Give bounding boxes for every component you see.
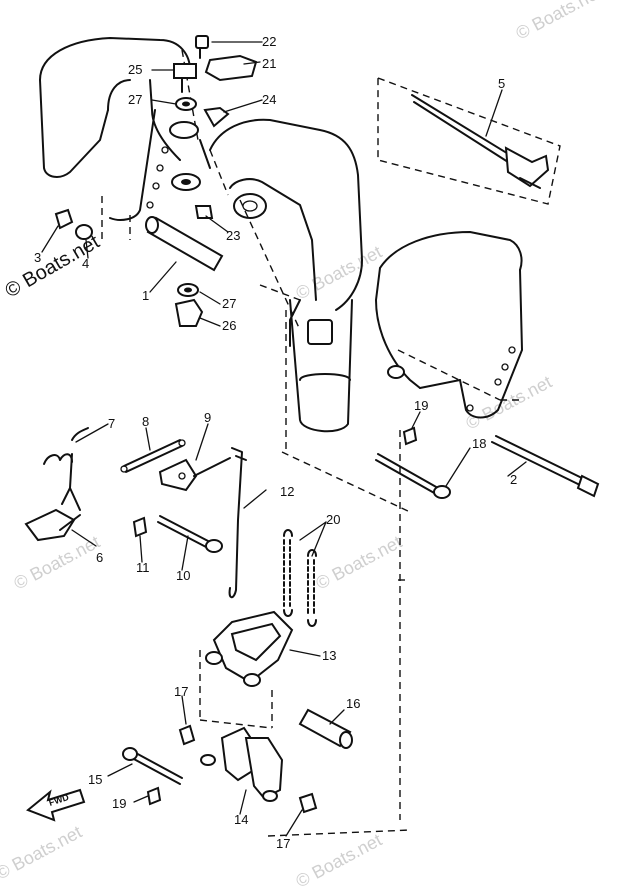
- watermark: © Boats.net: [512, 0, 605, 44]
- callout-7: 7: [108, 416, 115, 431]
- callout-17-upper: 17: [174, 684, 188, 699]
- callout-19-upper: 19: [414, 398, 428, 413]
- part-16-pin: [298, 708, 353, 749]
- callout-13: 13: [322, 648, 336, 663]
- callout-12: 12: [280, 484, 294, 499]
- callout-27-lower: 27: [222, 296, 236, 311]
- watermark: © Boats.net: [292, 830, 385, 888]
- part-15-bolt: [122, 747, 183, 785]
- callouts: 1 2 3 4 5 6 7 8 9 10 11 12 13 14 15 16 1…: [34, 34, 517, 851]
- part-12-rod: [228, 447, 247, 599]
- part-8-link: [120, 439, 186, 473]
- part-17-clip-lower: [298, 792, 318, 814]
- top-fastener-stack: [169, 35, 258, 219]
- callout-10: 10: [176, 568, 190, 583]
- part-20-springs: [283, 529, 317, 627]
- callout-15: 15: [88, 772, 102, 787]
- part-3-nut: [54, 208, 93, 240]
- boundary-lines: [101, 76, 561, 837]
- part-7-spring: [43, 427, 89, 465]
- part-6-lever: [24, 453, 81, 542]
- callout-14: 14: [234, 812, 248, 827]
- part-11-clip: [132, 516, 148, 538]
- callout-2: 2: [510, 472, 517, 487]
- callout-9: 9: [204, 410, 211, 425]
- watermark: © Boats.net: [0, 822, 85, 884]
- callout-18: 18: [472, 436, 486, 451]
- callout-25: 25: [128, 62, 142, 77]
- callout-22: 22: [262, 34, 276, 49]
- callout-5: 5: [498, 76, 505, 91]
- part-18-bolt: [375, 453, 451, 499]
- swivel-bracket-left: [39, 37, 199, 221]
- part-19-upper-clip: [402, 426, 418, 446]
- part-2-bolt: [491, 435, 600, 498]
- part-17-clip-upper: [178, 724, 196, 746]
- fwd-arrow-icon: FWD: [26, 788, 86, 822]
- callout-23: 23: [226, 228, 240, 243]
- watermark: © Boats.net: [312, 532, 405, 594]
- callout-26: 26: [222, 318, 236, 333]
- callout-21: 21: [262, 56, 276, 71]
- callout-17-lower: 17: [276, 836, 290, 851]
- part-14-bracket: [200, 726, 284, 802]
- part-9-cam: [158, 457, 231, 492]
- callout-20: 20: [326, 512, 340, 527]
- part-5-bolt: [411, 94, 550, 189]
- swivel-bracket-right: [375, 231, 523, 419]
- leader-lines: [41, 41, 527, 837]
- part-26-27-nuts: [174, 283, 204, 327]
- callout-27-upper: 27: [128, 92, 142, 107]
- callout-16: 16: [346, 696, 360, 711]
- watermark: © Boats.net: [292, 242, 385, 304]
- swivel-bracket-center: [209, 118, 363, 433]
- part-13-lock-plate: [199, 610, 294, 729]
- callout-6: 6: [96, 550, 103, 565]
- callout-4: 4: [82, 256, 89, 271]
- part-1-shaft: [145, 216, 224, 272]
- part-19-lower-clip: [146, 786, 162, 806]
- callout-24: 24: [262, 92, 276, 107]
- callout-3: 3: [34, 250, 41, 265]
- callout-11: 11: [136, 560, 150, 575]
- callout-19-lower: 19: [112, 796, 126, 811]
- callout-8: 8: [142, 414, 149, 429]
- callout-1: 1: [142, 288, 149, 303]
- part-10-bolt: [157, 515, 223, 553]
